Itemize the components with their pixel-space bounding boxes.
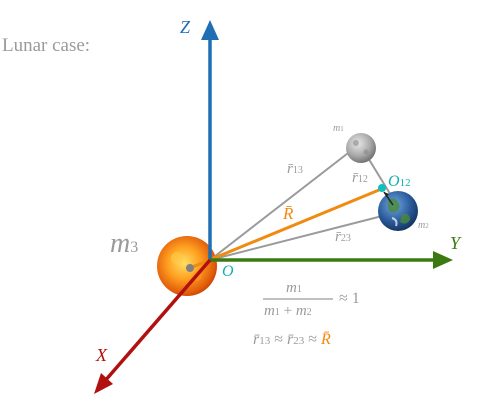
z-axis-label: Z <box>180 17 191 37</box>
z-axis-arrowhead <box>201 20 219 40</box>
m3-label: m3 <box>110 228 139 259</box>
r23-label: r̄23 <box>335 229 351 245</box>
m1-label: m1 <box>333 123 344 134</box>
o12-point <box>378 184 386 192</box>
r23-vector <box>209 213 391 261</box>
r13-label: r̄13 <box>287 161 303 177</box>
x-axis <box>102 258 212 384</box>
approx-equation: r̄13 ≈ r̄23 ≈ R̄ <box>253 331 331 348</box>
r12-label: r̄12 <box>352 170 368 186</box>
x-axis-label: X <box>96 345 107 365</box>
approx-one: ≈ 1 <box>339 290 360 307</box>
origin-point <box>186 264 194 272</box>
origin-label: O <box>222 263 234 280</box>
R-vector <box>189 188 380 270</box>
case-title: Lunar case: <box>2 35 91 56</box>
y-axis-label: Y <box>450 233 461 253</box>
m2-label: m2 <box>418 220 429 231</box>
o12-label: O12 <box>388 173 411 190</box>
y-axis-arrowhead <box>433 251 453 269</box>
moon-m1 <box>346 133 376 163</box>
r13-vector <box>209 149 353 261</box>
earth-m2 <box>378 191 418 231</box>
fraction-numerator: m1 <box>286 280 302 296</box>
fraction-denominator: m1 + m2 <box>264 303 312 319</box>
x-axis-arrowhead <box>94 373 113 394</box>
R-label: R̄ <box>283 204 294 223</box>
